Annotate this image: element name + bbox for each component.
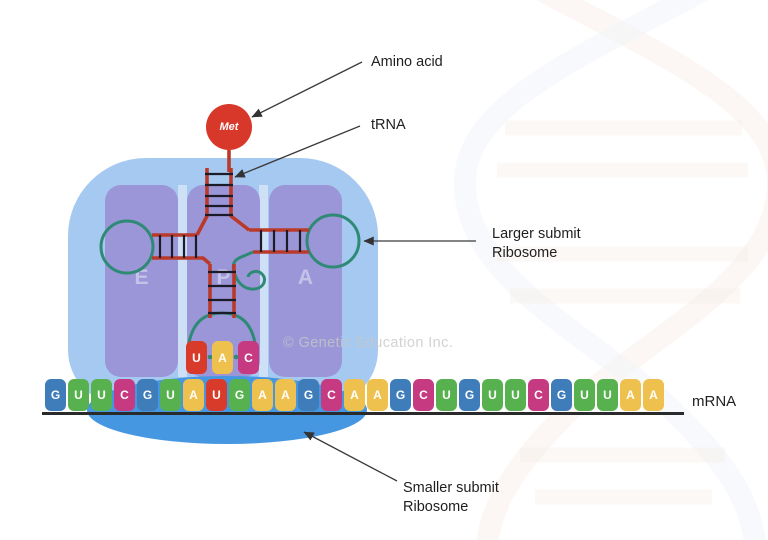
- mrna-nucleotide: U: [91, 379, 112, 411]
- mrna-nucleotide: G: [229, 379, 250, 411]
- mrna-nucleotide: A: [344, 379, 365, 411]
- anticodon-nucleotide: A: [212, 341, 233, 374]
- site-a-label: A: [297, 266, 314, 289]
- trna-label: tRNA: [371, 117, 406, 133]
- amino-acid-circle: Met: [206, 104, 252, 150]
- watermark-text: © Genetic Education Inc.: [283, 335, 454, 351]
- trna-base-pairs: [158, 172, 302, 315]
- site-divider: [178, 185, 187, 377]
- trna-arrow: [234, 125, 361, 178]
- mrna-nucleotide: U: [482, 379, 503, 411]
- ribosome-site-e: E: [105, 185, 178, 377]
- mrna-nucleotide: G: [137, 379, 158, 411]
- mrna-nucleotide: U: [68, 379, 89, 411]
- mrna-nucleotide: A: [367, 379, 388, 411]
- large-subunit-label: Larger submit Ribosome: [492, 226, 581, 261]
- mrna-nucleotide: U: [597, 379, 618, 411]
- anticodon-nucleotide: U: [186, 341, 207, 374]
- amino-acid-label: Amino acid: [371, 54, 443, 70]
- mrna-nucleotide: U: [206, 379, 227, 411]
- mrna-nucleotide: A: [275, 379, 296, 411]
- trna-left-loop: [99, 219, 155, 275]
- anticodon-connector-dot: [207, 354, 213, 360]
- amino-acid-arrow: [251, 61, 363, 118]
- mrna-nucleotide: C: [114, 379, 135, 411]
- mrna-nucleotide: G: [551, 379, 572, 411]
- mrna-nucleotide: G: [459, 379, 480, 411]
- mrna-nucleotide: U: [574, 379, 595, 411]
- mrna-nucleotide: C: [413, 379, 434, 411]
- small-subunit-arrow: [303, 431, 398, 482]
- mrna-nucleotide: A: [620, 379, 641, 411]
- mrna-nucleotide: A: [183, 379, 204, 411]
- trna-variable-loop: [231, 250, 266, 291]
- trna-right-loop: [305, 213, 361, 269]
- mrna-nucleotide: U: [505, 379, 526, 411]
- mrna-label: mRNA: [692, 393, 737, 410]
- mrna-nucleotide: G: [298, 379, 319, 411]
- mrna-nucleotide: U: [436, 379, 457, 411]
- mrna-nucleotide: U: [160, 379, 181, 411]
- mrna-nucleotide: C: [528, 379, 549, 411]
- amino-acid-name: Met: [219, 121, 239, 133]
- mrna-backbone-line: [42, 412, 684, 415]
- mrna-nucleotide: C: [321, 379, 342, 411]
- mrna-nucleotide: A: [252, 379, 273, 411]
- mrna-nucleotide: G: [45, 379, 66, 411]
- anticodon-connector-dot: [233, 354, 239, 360]
- mrna-nucleotide: G: [390, 379, 411, 411]
- small-subunit-label: Smaller submit Ribosome: [403, 480, 499, 515]
- ribosome-site-a: A: [269, 185, 342, 377]
- anticodon-nucleotide: C: [238, 341, 259, 374]
- mrna-nucleotide: A: [643, 379, 664, 411]
